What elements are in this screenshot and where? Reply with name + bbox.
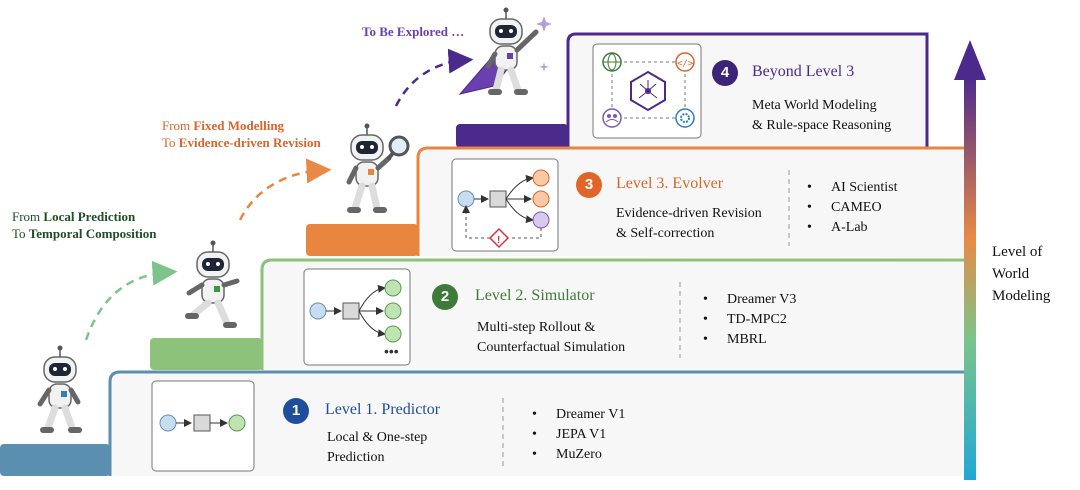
example-item: AI Scientist — [807, 178, 898, 198]
level3-badge: 3 — [576, 172, 602, 198]
progress-arrow-purple — [394, 48, 474, 107]
example-item: TD-MPC2 — [703, 310, 796, 330]
gear-icon — [675, 108, 695, 128]
schematic-level3: ! — [451, 158, 559, 252]
example-item: JEPA V1 — [532, 425, 625, 445]
axis-bar — [964, 76, 976, 480]
level4-badge: 4 — [712, 60, 738, 86]
step-level3-tread — [306, 224, 418, 256]
annotation-from: From Fixed Modelling — [162, 118, 285, 133]
robot-walking-level1 — [37, 345, 82, 433]
level2-description: Multi-step Rollout & Counterfactual Simu… — [477, 320, 626, 355]
annotation-level2-to-3: From Fixed Modelling To Evidence-driven … — [162, 117, 321, 151]
warning-icon — [488, 227, 510, 249]
example-item: MBRL — [703, 330, 796, 350]
schematic-ellipsis: ••• — [384, 343, 399, 359]
schematic-level4: </> — [592, 43, 702, 139]
annotation-to: To Temporal Composition — [12, 226, 157, 241]
level2-badge: 2 — [432, 284, 458, 310]
progress-arrow-orange — [238, 158, 332, 221]
progress-arrow-green — [84, 260, 178, 341]
level2-examples: Dreamer V3 TD-MPC2 MBRL — [703, 290, 796, 350]
level1-badge: 1 — [283, 398, 309, 424]
axis-arrowhead — [954, 40, 986, 80]
annotation-level1-to-2: From Local Prediction To Temporal Compos… — [12, 208, 157, 242]
level1-examples: Dreamer V1 JEPA V1 MuZero — [532, 405, 625, 465]
axis-label: Level of World Modeling — [992, 244, 1051, 304]
level3-examples: AI Scientist CAMEO A-Lab — [807, 178, 898, 238]
example-item: Dreamer V3 — [703, 290, 796, 310]
svg-text:</>: </> — [677, 59, 694, 69]
example-item: Dreamer V1 — [532, 405, 625, 425]
schematic-level1 — [151, 380, 255, 472]
example-item: A-Lab — [807, 218, 898, 238]
svg-text:!: ! — [497, 235, 500, 246]
magnifier-icon — [388, 135, 410, 157]
annotation-to: To Evidence-driven Revision — [162, 135, 321, 150]
annotation-explore: To Be Explored … — [362, 24, 465, 39]
sparkle-icon — [536, 16, 552, 32]
robot-magnifier-level3 — [346, 123, 410, 213]
level1-description: Local & One-step Prediction — [327, 430, 428, 465]
code-icon — [675, 52, 695, 72]
level1-title: Level 1. Predictor — [325, 401, 441, 418]
step-level1-tread — [0, 444, 110, 476]
schematic-level2: ••• — [303, 268, 411, 366]
step-level2-tread — [150, 338, 262, 370]
example-item: MuZero — [532, 445, 625, 465]
level4-title: Beyond Level 3 — [752, 63, 855, 80]
step-level4-tread — [456, 124, 568, 148]
level2-title: Level 2. Simulator — [475, 287, 595, 304]
example-item: CAMEO — [807, 198, 898, 218]
people-icon — [602, 108, 622, 128]
robot-caped-level4 — [458, 7, 552, 95]
annotation-from: From Local Prediction — [12, 209, 136, 224]
level3-title: Level 3. Evolver — [616, 175, 724, 192]
sparkle-icon — [539, 62, 549, 72]
robot-running-level2 — [185, 240, 240, 328]
level3-description: Evidence-driven Revision & Self-correcti… — [616, 206, 762, 241]
level4-description: Meta World Modeling & Rule-space Reasoni… — [752, 98, 892, 133]
